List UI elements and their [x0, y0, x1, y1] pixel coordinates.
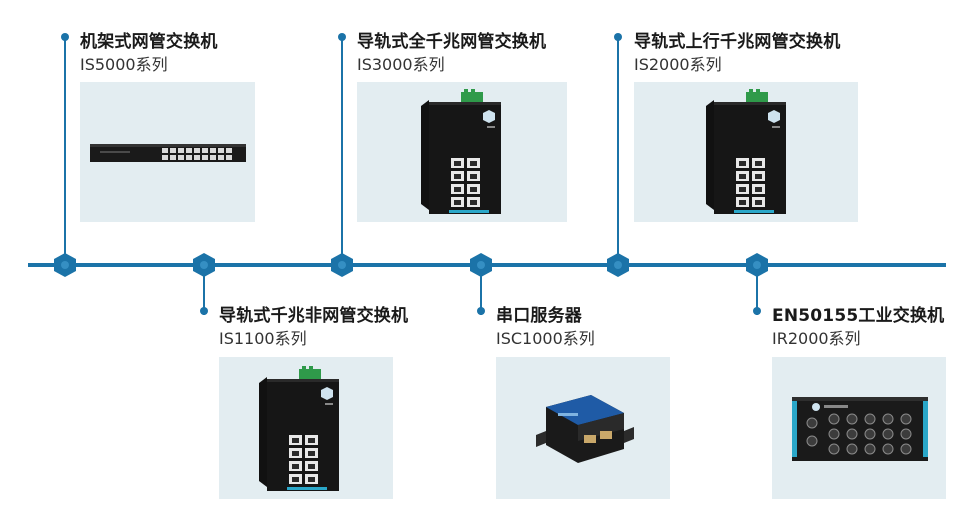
label-dot [753, 307, 761, 315]
connector-line [203, 265, 205, 315]
product-image-card [772, 357, 946, 499]
timeline-node [746, 253, 768, 277]
product-image-card [219, 357, 393, 499]
label-dot [614, 33, 622, 41]
m12-switch-image [792, 397, 928, 461]
connector-line [480, 265, 482, 315]
product-title: 导轨式上行千兆网管交换机 [634, 32, 841, 52]
product-title: 串口服务器 [496, 306, 582, 326]
timeline-node [607, 253, 629, 277]
din-rail-switch-image [706, 89, 786, 214]
product-series: IS3000系列 [357, 55, 445, 74]
rack-switch-image [90, 144, 246, 162]
din-rail-switch-image [421, 89, 501, 214]
connector-line [617, 38, 619, 264]
product-series: IS5000系列 [80, 55, 168, 74]
connector-line [756, 265, 758, 315]
product-image-card [634, 82, 858, 222]
label-dot [61, 33, 69, 41]
serial-server-image [536, 395, 634, 463]
product-image-card [357, 82, 567, 222]
product-image-card [496, 357, 670, 499]
label-dot [477, 307, 485, 315]
product-title: 导轨式全千兆网管交换机 [357, 32, 547, 52]
timeline-node [331, 253, 353, 277]
product-title: EN50155工业交换机 [772, 306, 945, 326]
din-rail-switch-image [259, 366, 339, 491]
product-image-card [80, 82, 255, 222]
timeline-node [193, 253, 215, 277]
product-title: 机架式网管交换机 [80, 32, 218, 52]
connector-line [341, 38, 343, 264]
product-series: ISC1000系列 [496, 329, 595, 348]
product-series: IR2000系列 [772, 329, 861, 348]
product-title: 导轨式千兆非网管交换机 [219, 306, 409, 326]
label-dot [338, 33, 346, 41]
timeline-node [54, 253, 76, 277]
label-dot [200, 307, 208, 315]
product-series: IS1100系列 [219, 329, 307, 348]
connector-line [64, 38, 66, 264]
timeline-node [470, 253, 492, 277]
product-series: IS2000系列 [634, 55, 722, 74]
